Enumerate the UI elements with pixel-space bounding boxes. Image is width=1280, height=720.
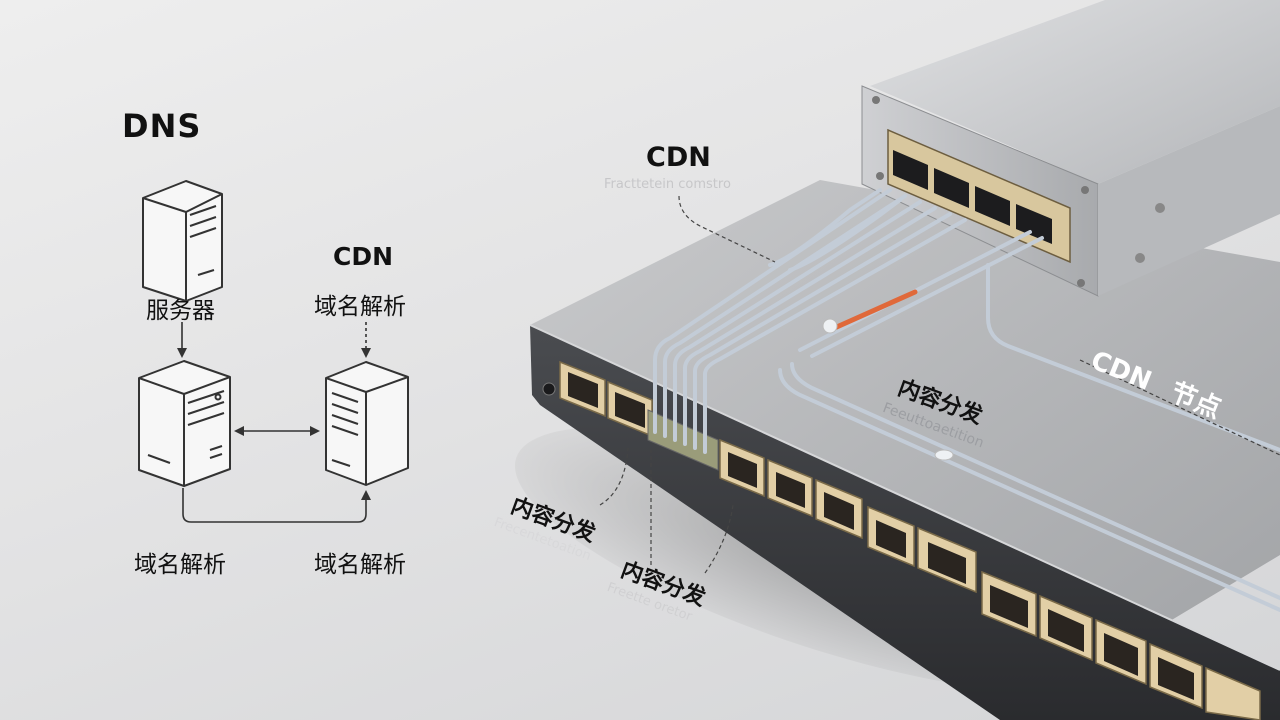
domain-resolve-right: 域名解析 (314, 552, 406, 578)
cdn-label: CDN (333, 242, 394, 271)
cdn-top-sublabel: Fracttetein comstro (604, 177, 731, 192)
dns-server-icon (138, 360, 231, 487)
diagram-title: DNS (122, 107, 202, 145)
cdn-resolve-label: 域名解析 (314, 294, 406, 320)
domain-resolve-left: 域名解析 (134, 552, 226, 578)
cdn-server-icon (325, 361, 409, 486)
server-icon (142, 180, 223, 302)
network-cables (653, 188, 1280, 612)
diagram-arrows (177, 322, 371, 523)
cdn-top-label: CDN (646, 142, 711, 173)
server-label: 服务器 (146, 298, 215, 324)
network-switch (529, 180, 1280, 720)
cdn-node-device (861, 0, 1280, 297)
callout-lines (599, 195, 1280, 574)
